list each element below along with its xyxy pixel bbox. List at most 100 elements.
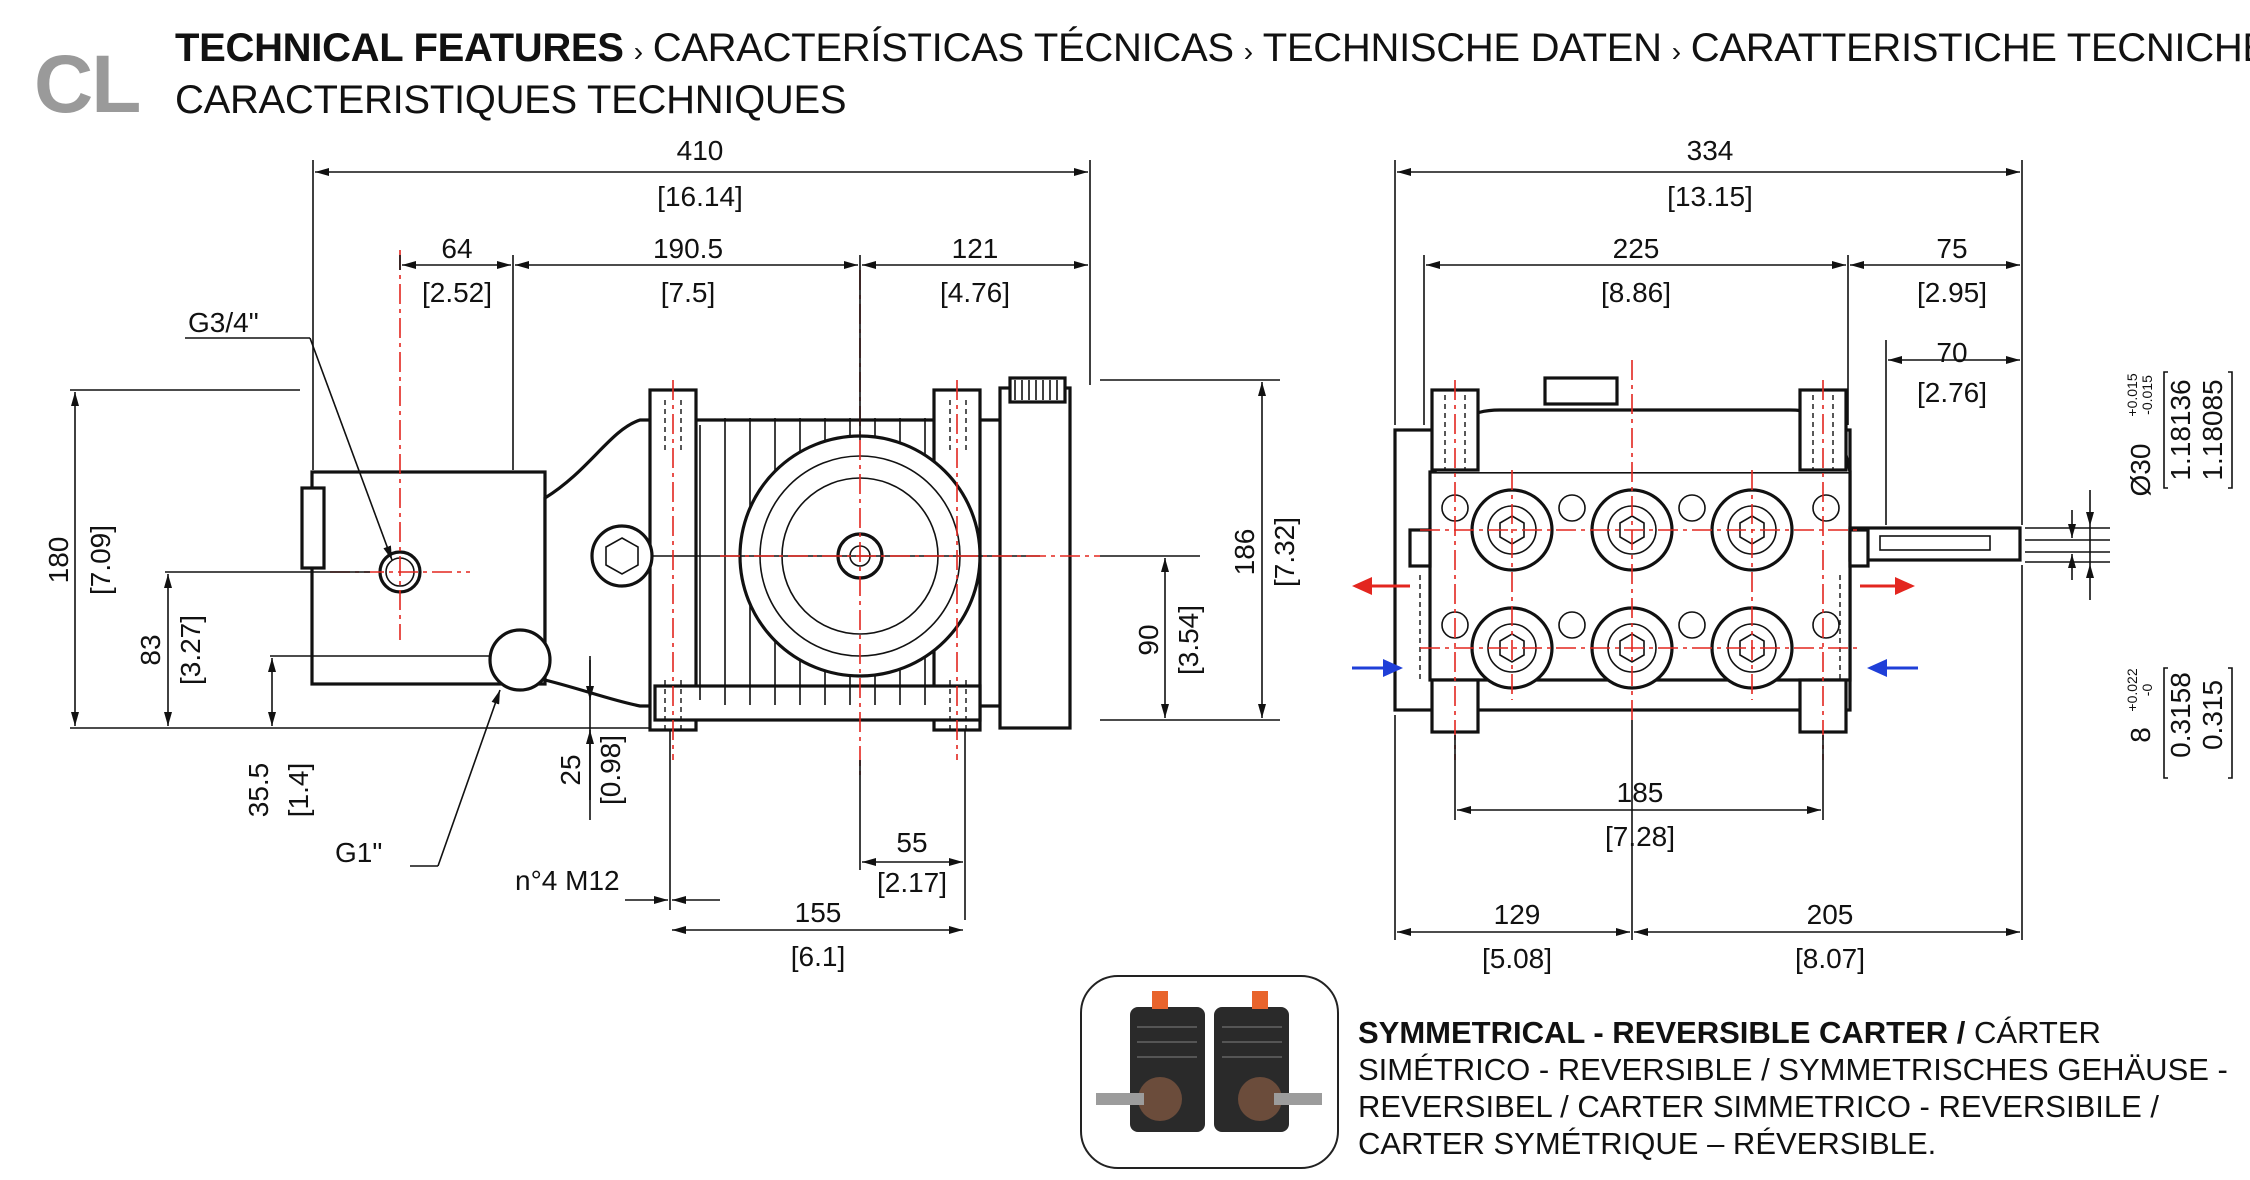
drawing-stroke — [312, 160, 1091, 470]
front-pump-body — [1393, 376, 2022, 734]
oil-cap-knurl — [1014, 380, 1058, 400]
drawing-stroke — [1812, 611, 1840, 639]
hex-plug — [590, 524, 654, 588]
drawing-stroke — [1014, 380, 1058, 400]
drawing-stroke — [1619, 633, 1645, 663]
dim-left-to-center-mm: 129 — [1494, 899, 1541, 930]
dim-key-width-in-lower: 0.315 — [2197, 680, 2228, 750]
drawing-stroke — [1867, 659, 1887, 677]
right-outlet-stub — [1848, 528, 1870, 568]
dim-shaft-protrusion-mm: 75 — [1936, 233, 1967, 264]
dim-port-offset-mm: 64 — [441, 233, 472, 264]
side-dimension-text: 410 [16.14] 64 [2.52] 190.5 [7.5] 121 [4… — [43, 135, 1300, 972]
dim-left-to-center-in: [5.08] — [1482, 943, 1552, 974]
drawing-stroke — [1558, 494, 1586, 522]
dim-hole-offset-mm: 55 — [896, 827, 927, 858]
label-inlet-thread: G1" — [335, 837, 382, 868]
carter-inset-image — [1080, 975, 1339, 1169]
inset-shape — [1137, 1026, 1282, 1058]
header-it: CARATTERISTICHE TECNICHE — [1690, 26, 2250, 70]
dim-overall-width-in: [13.15] — [1667, 181, 1753, 212]
dim-inlet-height-in: [1.4] — [283, 763, 314, 817]
dim-body-width-in: [8.86] — [1601, 277, 1671, 308]
inset-shape — [1138, 1077, 1182, 1121]
dim-body-width-mm: 225 — [1613, 233, 1660, 264]
drive-shaft — [1848, 526, 2022, 562]
drawing-stroke — [437, 689, 501, 867]
flow-arrows — [1352, 577, 1918, 677]
dim-inlet-height-mm: 35.5 — [243, 763, 274, 818]
oil-cap — [1008, 376, 1067, 404]
drawing-stroke — [2163, 371, 2233, 489]
rear-cover — [998, 386, 1072, 730]
dim-outlet-height-mm: 83 — [135, 634, 166, 665]
dim-shaft-height-mm: 90 — [1133, 624, 1164, 655]
dim-key-width-in-upper: 0.3158 — [2165, 672, 2196, 758]
dim-shaft-diameter-tol-upper: +0.015 — [2124, 373, 2140, 416]
header-de: TECHNISCHE DATEN — [1262, 26, 1662, 70]
header-en: TECHNICAL FEATURES — [175, 26, 624, 70]
front-oil-cap — [1543, 376, 1619, 406]
drawing-stroke — [1895, 577, 1915, 595]
dim-front-foot-spacing-mm: 185 — [1617, 777, 1664, 808]
inset-shape — [1152, 991, 1168, 1009]
drawing-stroke — [1499, 633, 1525, 663]
dim-center-distance-in: [7.5] — [661, 277, 715, 308]
tolerance-brackets — [2163, 371, 2233, 779]
left-outlet-stub — [1408, 528, 1432, 568]
side-pump-body — [300, 376, 1072, 732]
hidden-lines-front — [1419, 395, 1841, 680]
dim-key-width-tol-lower: -0 — [2139, 684, 2155, 697]
dim-shaft-protrusion-in: [2.95] — [1917, 277, 1987, 308]
dim-shaft-diameter-in-lower: 1.18085 — [2197, 379, 2228, 480]
dim-key-width: 8 — [2125, 727, 2156, 743]
drawing-stroke — [1383, 659, 1403, 677]
dim-body-height-mm: 186 — [1229, 529, 1260, 576]
dim-body-height-in: [7.32] — [1269, 517, 1300, 587]
dim-overall-width-mm: 334 — [1687, 135, 1734, 166]
header-line-1: TECHNICAL FEATURES›CARACTERÍSTICAS TÉCNI… — [175, 26, 2250, 71]
header-fr: CARACTERISTIQUES TECHNIQUES — [175, 78, 847, 122]
dim-center-distance-mm: 190.5 — [653, 233, 723, 264]
drawing-stroke — [1678, 494, 1706, 522]
shaft-keyway — [1879, 535, 1991, 551]
dim-hole-offset-in: [2.17] — [877, 867, 947, 898]
inset-shape — [1137, 1026, 1282, 1058]
dim-shaft-diameter-tol-lower: -0.015 — [2139, 375, 2155, 415]
base-plate — [653, 684, 982, 722]
head-bolts — [1441, 494, 1840, 639]
dim-overall-length-in: [16.14] — [657, 181, 743, 212]
drawing-stroke — [1394, 160, 2023, 940]
crankcase-top — [1433, 408, 1852, 473]
dim-port-offset-in: [2.52] — [422, 277, 492, 308]
header-es: CARACTERÍSTICAS TÉCNICAS — [652, 26, 1234, 70]
drawing-stroke — [1419, 395, 1841, 680]
dim-overall-length-mm: 410 — [677, 135, 724, 166]
dim-shaft-height-in: [3.54] — [1173, 605, 1204, 675]
drawing-stroke — [1812, 494, 1840, 522]
drawing-stroke — [1558, 611, 1586, 639]
drawing-stroke — [1352, 577, 1372, 595]
drawing-stroke — [309, 337, 393, 561]
carter-note-bold: SYMMETRICAL - REVERSIBLE CARTER / — [1358, 1015, 1966, 1050]
side-dimension-lines — [71, 168, 1266, 934]
reversible-pump-icon — [1096, 991, 1322, 1132]
series-code: CL — [34, 39, 141, 130]
dim-foot-spacing-mm: 155 — [795, 897, 842, 928]
front-view: 334 [13.15] 225 [8.86] 75 [2.95] 70 [2.7… — [1352, 135, 2233, 974]
drawing-stroke — [2163, 667, 2233, 779]
dim-overall-height-mm: 180 — [43, 537, 74, 584]
dim-outlet-height-in: [3.27] — [175, 615, 206, 685]
carter-note: SYMMETRICAL - REVERSIBLE CARTER / CÁRTER… — [1358, 1014, 2238, 1162]
front-dimension-lines — [1397, 168, 2094, 936]
dim-shaft-length-mm: 70 — [1936, 337, 1967, 368]
dim-overall-height-in: [7.09] — [85, 525, 116, 595]
head-port-flange — [300, 486, 326, 570]
header-line-2: CARACTERISTIQUES TECHNIQUES — [175, 78, 847, 123]
dim-foot-thickness-in: [0.98] — [595, 735, 626, 805]
carter-note-text: CÁRTER SIMÉTRICO - REVERSIBLE / SYMMETRI… — [1358, 1015, 2228, 1161]
drawing-stroke — [1678, 611, 1706, 639]
dim-foot-spacing-in: [6.1] — [791, 941, 845, 972]
inset-shape — [1096, 1093, 1144, 1105]
